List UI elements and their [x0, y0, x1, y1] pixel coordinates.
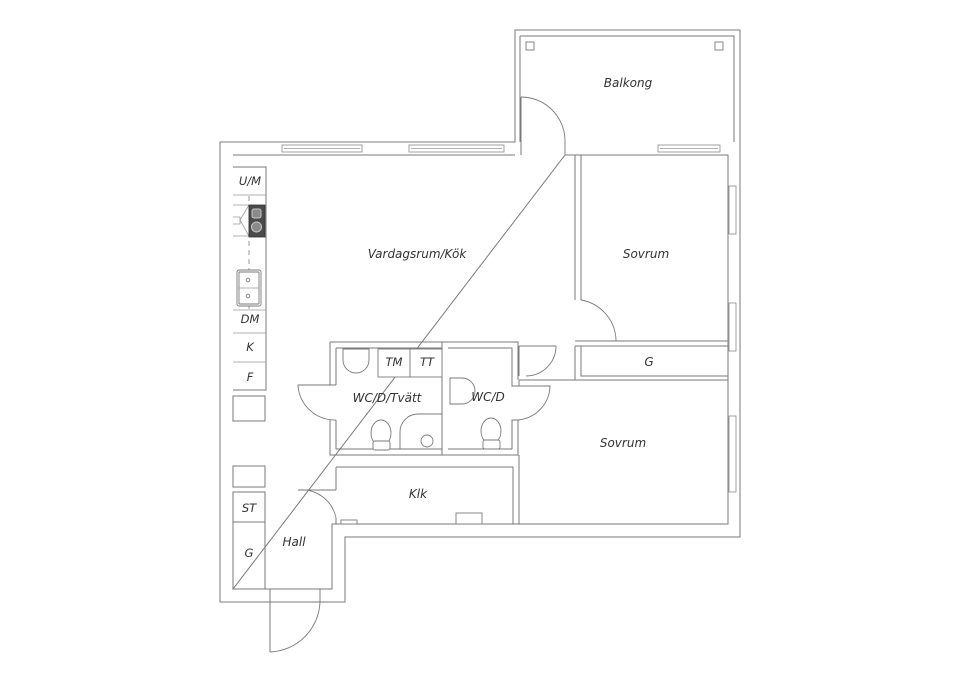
fixture-label-fridge: K: [246, 340, 254, 354]
entry-door: [269, 589, 321, 653]
windows-top: [281, 144, 721, 153]
room-label-bedroom-1: Sovrum: [622, 247, 670, 261]
fixture-label-fridge-freezer: U/M: [238, 174, 262, 188]
fixture-label-washing-machine: TM: [385, 355, 403, 369]
room-label-wardrobe-bedroom: G: [644, 355, 654, 369]
fixture-label-linen-closet: ST: [241, 501, 257, 515]
fixture-label-freezer: F: [246, 370, 254, 384]
room-label-bedroom-2: Sovrum: [599, 436, 647, 450]
exterior-walls: [219, 29, 741, 603]
bathroom-laundry-walls: [297, 341, 443, 456]
walk-in-closet-walls: [297, 455, 520, 525]
room-label-walk-in-closet: Klk: [408, 487, 428, 501]
room-label-bathroom: WC/D: [471, 390, 505, 404]
room-label-balcony: Balkong: [603, 76, 653, 90]
bathroom-walls: [442, 341, 551, 456]
balcony-post-right: [714, 41, 724, 51]
kitchen-counter: [233, 166, 267, 391]
room-label-bathroom-laundry: WC/D/Tvätt: [352, 391, 422, 405]
fixture-label-tumble-dryer: TT: [419, 355, 435, 369]
room-label-living-kitchen: Vardagsrum/Kök: [367, 247, 467, 261]
balcony-post-left: [525, 41, 535, 51]
room-label-hall: Hall: [282, 535, 306, 549]
hall-closets: [232, 395, 266, 590]
interior-walls-right: [518, 155, 728, 386]
fixture-label-wardrobe-hall: G: [244, 546, 254, 560]
fixture-label-dishwasher: DM: [240, 312, 260, 326]
balcony-door: [520, 96, 566, 155]
windows-right: [728, 185, 737, 493]
